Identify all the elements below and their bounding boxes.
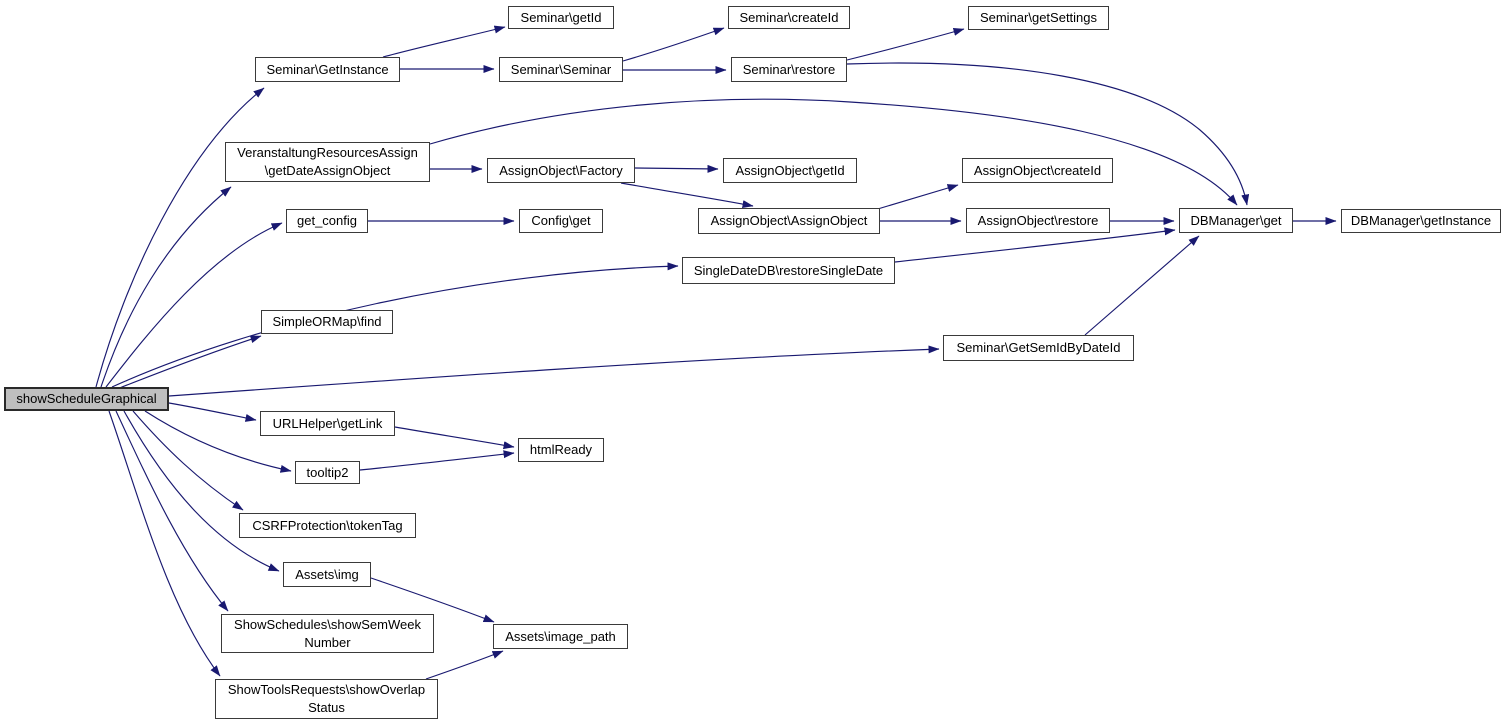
edge-show-schedule-graphical-to-singledatedb-restoresingledate [111, 262, 679, 388]
edge-veranstaltung-getdateassignobject-to-dbmanager-get [429, 98, 1238, 206]
edge-show-schedule-graphical-to-tooltip2 [144, 410, 292, 473]
edge-urlhelper-getlink-to-htmlready [394, 426, 515, 450]
node-tooltip2[interactable]: tooltip2 [295, 461, 360, 484]
node-seminar-restore[interactable]: Seminar\restore [731, 57, 847, 82]
edge-singledatedb-restoresingledate-to-dbmanager-get [894, 227, 1176, 263]
edge-assignobject-factory-to-assignobject-getid [634, 164, 719, 173]
edge-show-schedule-graphical-to-showschedules-showsemweeknumber [115, 410, 229, 612]
node-show-schedule-graphical: showScheduleGraphical [4, 387, 169, 411]
node-simpleormap-find[interactable]: SimpleORMap\find [261, 310, 393, 334]
edge-show-schedule-graphical-to-urlhelper-getlink [168, 402, 257, 422]
node-seminar-seminar[interactable]: Seminar\Seminar [499, 57, 623, 82]
node-showschedules-showsemweeknumber[interactable]: ShowSchedules\showSemWeek Number [221, 614, 434, 653]
node-assignobject-createid[interactable]: AssignObject\createId [962, 158, 1113, 183]
node-seminar-getinstance[interactable]: Seminar\GetInstance [255, 57, 400, 82]
edge-seminar-getsemidbydateid-to-dbmanager-get [1084, 235, 1200, 336]
edge-show-schedule-graphical-to-showtoolsrequests-showoverlapstatus [108, 410, 221, 677]
edge-show-schedule-graphical-to-seminar-getinstance [95, 87, 265, 388]
edge-seminar-seminar-to-seminar-createid [622, 27, 725, 62]
node-get-config[interactable]: get_config [286, 209, 368, 233]
edge-show-schedule-graphical-to-get-config [105, 222, 283, 388]
node-seminar-getsemidbydateid[interactable]: Seminar\GetSemIdByDateId [943, 335, 1134, 361]
edge-seminar-restore-to-dbmanager-get [846, 62, 1250, 206]
node-config-get[interactable]: Config\get [519, 209, 603, 233]
node-seminar-getid[interactable]: Seminar\getId [508, 6, 614, 29]
node-seminar-getsettings[interactable]: Seminar\getSettings [968, 6, 1109, 30]
node-seminar-createid[interactable]: Seminar\createId [728, 6, 850, 29]
edge-assignobject-assignobject-to-assignobject-createid [870, 184, 959, 212]
node-singledatedb-restoresingledate[interactable]: SingleDateDB\restoreSingleDate [682, 257, 895, 284]
node-urlhelper-getlink[interactable]: URLHelper\getLink [260, 411, 395, 436]
node-assets-img[interactable]: Assets\img [283, 562, 371, 587]
edge-show-schedule-graphical-to-csrfprotection-tokentag [132, 410, 244, 511]
edge-show-schedule-graphical-to-simpleormap-find [116, 335, 262, 390]
node-htmlready[interactable]: htmlReady [518, 438, 604, 462]
node-assignobject-restore[interactable]: AssignObject\restore [966, 208, 1110, 233]
edge-assignobject-factory-to-assignobject-assignobject [620, 182, 754, 209]
edge-show-schedule-graphical-to-veranstaltung-getdateassignobject [100, 186, 232, 388]
node-showtoolsrequests-showoverlapstatus[interactable]: ShowToolsRequests\showOverlap Status [215, 679, 438, 719]
edge-show-schedule-graphical-to-seminar-getsemidbydateid [168, 345, 940, 397]
edge-seminar-getinstance-to-seminar-getid [382, 25, 506, 58]
edge-showtoolsrequests-showoverlapstatus-to-assets-image-path [425, 650, 504, 680]
edge-show-schedule-graphical-to-assets-img [123, 410, 280, 572]
edge-tooltip2-to-htmlready [359, 450, 515, 471]
edge-seminar-restore-to-seminar-getsettings [846, 28, 965, 61]
node-assets-image-path[interactable]: Assets\image_path [493, 624, 628, 649]
node-veranstaltung-getdateassignobject[interactable]: VeranstaltungResourcesAssign \getDateAss… [225, 142, 430, 182]
node-assignobject-assignobject[interactable]: AssignObject\AssignObject [698, 208, 880, 234]
node-csrfprotection-tokentag[interactable]: CSRFProtection\tokenTag [239, 513, 416, 538]
node-assignobject-factory[interactable]: AssignObject\Factory [487, 158, 635, 183]
edge-assets-img-to-assets-image-path [370, 577, 495, 623]
node-assignobject-getid[interactable]: AssignObject\getId [723, 158, 857, 183]
node-dbmanager-getinstance[interactable]: DBManager\getInstance [1341, 209, 1501, 233]
node-dbmanager-get[interactable]: DBManager\get [1179, 208, 1293, 233]
